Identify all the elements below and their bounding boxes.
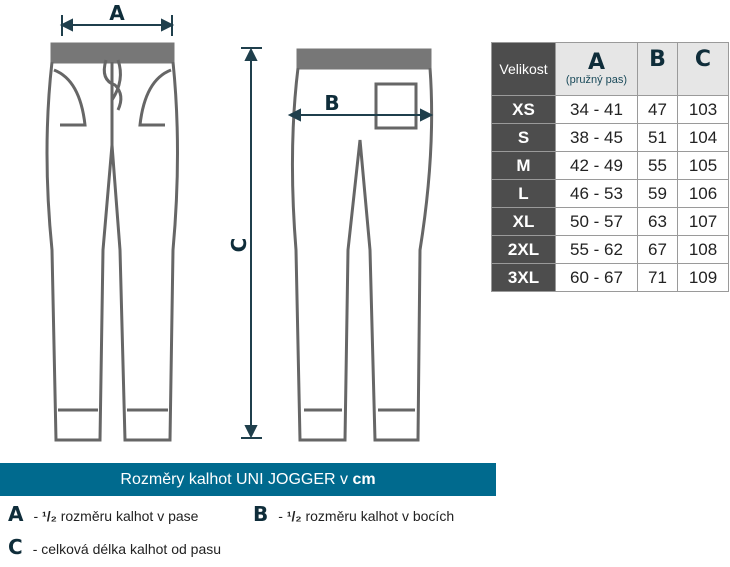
legend-c: C - celková délka kalhot od pasu [8, 535, 221, 559]
cell-a: 34 - 41 [555, 95, 638, 124]
legend-a-letter: A [8, 502, 24, 526]
cell-c: 108 [677, 235, 729, 264]
front-pants [45, 42, 179, 442]
legend-b-dash: - [278, 508, 287, 524]
cell-size: L [491, 179, 556, 208]
cell-b: 51 [637, 123, 678, 152]
cell-c: 103 [677, 95, 729, 124]
back-pants [290, 48, 434, 442]
title-banner: Rozměry kalhot UNI JOGGER v cm [0, 463, 496, 496]
cell-c: 107 [677, 207, 729, 236]
cell-b: 67 [637, 235, 678, 264]
cell-a: 50 - 57 [555, 207, 638, 236]
legend-b-fraction: ¹/₂ [286, 508, 302, 524]
header-a-sub: (pružný pas) [565, 74, 628, 86]
dimension-arrows [59, 15, 434, 439]
cell-size: M [491, 151, 556, 180]
legend-b-letter: B [253, 502, 269, 526]
banner-unit: cm [352, 471, 376, 488]
header-size: Velikost [491, 42, 556, 96]
legend-b: B- ¹/₂ rozměru kalhot v bocích [253, 502, 454, 526]
cell-c: 104 [677, 123, 729, 152]
legend-a-text: rozměru kalhot v pase [56, 508, 199, 524]
cell-b: 59 [637, 179, 678, 208]
cell-b: 71 [637, 263, 678, 292]
legend-a: A- ¹/₂ rozměru kalhot v pase [8, 502, 198, 526]
legend-c-text: - celková délka kalhot od pasu [32, 541, 222, 557]
cell-a: 46 - 53 [555, 179, 638, 208]
label-c: C [227, 238, 251, 253]
cell-a: 38 - 45 [555, 123, 638, 152]
table-header: Velikost A(pružný pas) B C [491, 42, 729, 96]
label-a: A [109, 1, 125, 25]
cell-size: S [491, 123, 556, 152]
cell-size: 3XL [491, 263, 556, 292]
header-c: C [694, 47, 712, 72]
header-a: A [587, 50, 606, 75]
cell-c: 105 [677, 151, 729, 180]
pants-diagram: A B C [45, 1, 434, 442]
cell-size: XS [491, 95, 556, 124]
legend-b-text: rozměru kalhot v bocích [301, 508, 455, 524]
header-b: B [649, 47, 666, 72]
cell-c: 106 [677, 179, 729, 208]
legend-a-fraction: ¹/₂ [42, 508, 57, 524]
banner-text: Rozměry kalhot UNI JOGGER v [120, 471, 353, 488]
cell-c: 109 [677, 263, 729, 292]
label-b: B [324, 91, 339, 115]
legend-a-dash: - [33, 508, 43, 524]
cell-size: 2XL [491, 235, 556, 264]
cell-b: 55 [637, 151, 678, 180]
cell-a: 42 - 49 [555, 151, 638, 180]
cell-a: 60 - 67 [555, 263, 638, 292]
legend-c-letter: C [8, 535, 23, 559]
cell-size: XL [491, 207, 556, 236]
cell-a: 55 - 62 [555, 235, 638, 264]
cell-b: 47 [637, 95, 678, 124]
cell-b: 63 [637, 207, 678, 236]
